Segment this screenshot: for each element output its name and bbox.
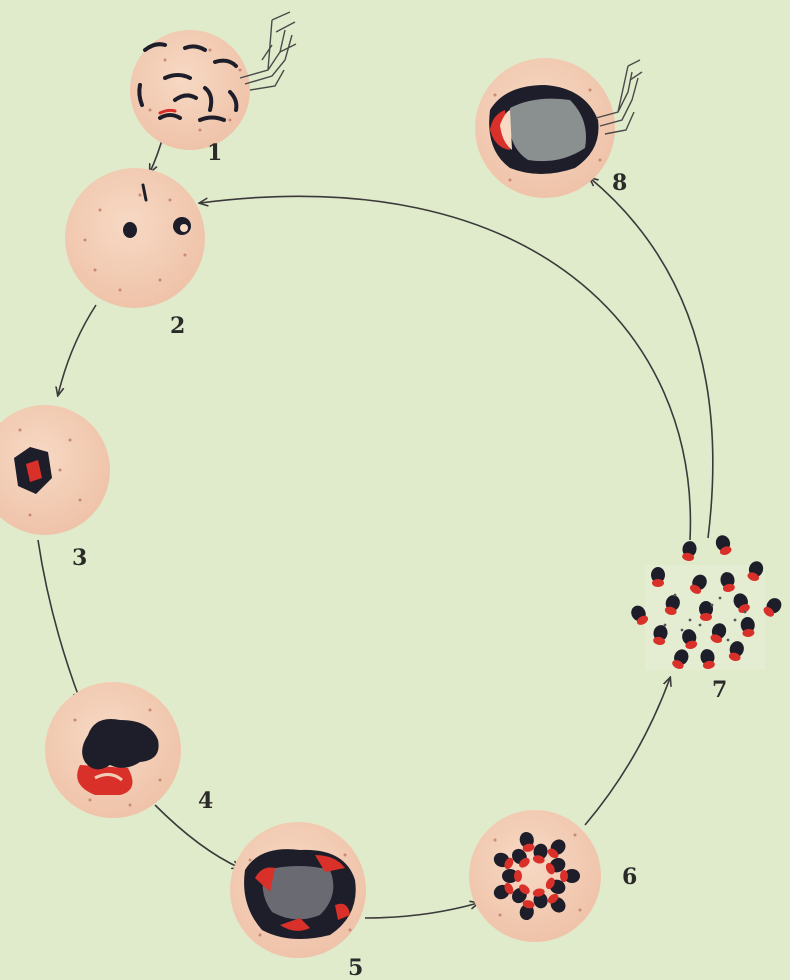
merozoite	[651, 567, 665, 587]
arrow-4-to-5	[155, 805, 240, 868]
pigment-dot	[681, 629, 684, 632]
pigment-dot	[711, 604, 714, 607]
stage-4-cell	[45, 682, 181, 818]
stage-label-7: 7	[712, 677, 727, 703]
stage-label-6: 6	[622, 864, 637, 890]
merozoite	[699, 601, 713, 621]
pigment-dot	[727, 639, 730, 642]
arrow-6-to-7	[585, 678, 670, 825]
stage-7-merozoites	[628, 533, 784, 671]
stage-8-cell	[475, 58, 615, 198]
stage-label-1: 1	[207, 140, 222, 166]
pigment-dot	[674, 594, 677, 597]
pigment-dot	[734, 619, 737, 622]
merozoite	[560, 869, 580, 883]
merozoite	[714, 533, 734, 557]
stage-label-5: 5	[348, 955, 363, 980]
merozoite	[681, 540, 698, 562]
arrow-5-to-6	[365, 903, 478, 918]
arrow-2-to-3	[58, 305, 96, 395]
stage-5-cell	[230, 822, 366, 958]
stage-label-8: 8	[612, 170, 627, 196]
pigment-dot	[719, 597, 722, 600]
pigment-dot	[744, 611, 747, 614]
stage-1-cell	[130, 30, 250, 150]
arrow-7-to-8	[590, 178, 713, 538]
stage-6-cell	[469, 810, 601, 942]
stage-label-4: 4	[198, 788, 213, 814]
stage-3-cell	[0, 405, 110, 535]
pigment-dot	[699, 624, 702, 627]
stage-label-3: 3	[72, 545, 87, 571]
pigment-dot	[689, 619, 692, 622]
stage-label-2: 2	[170, 313, 185, 339]
arrow-7-to-2	[200, 196, 690, 540]
merozoite	[502, 869, 522, 883]
stage-2-cell	[65, 168, 205, 308]
pigment-dot	[664, 624, 667, 627]
